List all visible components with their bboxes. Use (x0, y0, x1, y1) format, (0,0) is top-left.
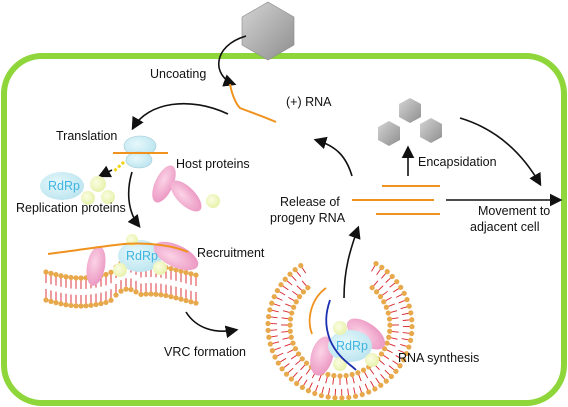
label-plus-rna: (+) RNA (286, 95, 332, 109)
template-rna (308, 287, 327, 335)
host-protein (153, 241, 199, 271)
replication-protein (113, 263, 127, 277)
entry-arrow (218, 35, 247, 87)
nascent-peptide (111, 160, 126, 174)
negative-rna (325, 299, 357, 371)
plus-rna-strand (229, 83, 277, 123)
label-movement-line1: Movement to (478, 204, 550, 218)
label-rdrp-membrane: RdRp (126, 249, 158, 263)
rdrp-blob (40, 172, 84, 200)
label-uncoating: Uncoating (150, 67, 206, 81)
label-movement-line2: adjacent cell (470, 220, 540, 234)
replication-protein (90, 176, 106, 192)
host-protein (346, 318, 386, 350)
label-release-line2: progeny RNA (270, 211, 346, 225)
recruited-rna (47, 242, 189, 255)
virion-movement-arrow (459, 117, 542, 187)
progeny-virion-icon (399, 98, 421, 123)
host-protein (86, 246, 106, 286)
label-recruitment: Recruitment (197, 246, 265, 260)
label-vrc-formation: VRC formation (164, 345, 246, 359)
cell-wall (1, 53, 567, 406)
progeny-virion-icon (420, 118, 442, 143)
virion-icon (241, 1, 295, 61)
label-encapsidation: Encapsidation (418, 155, 497, 169)
replication-protein (333, 357, 347, 371)
release-arrow (343, 225, 361, 299)
vrc-spherule (265, 261, 415, 401)
recycle-arrow (313, 136, 353, 177)
label-replication-proteins: Replication proteins (16, 201, 126, 215)
host-protein (152, 165, 176, 203)
to-translation-arrow (131, 102, 229, 131)
replication-protein (333, 321, 347, 335)
rdrp-blob (118, 240, 162, 272)
label-host-proteins: Host proteins (176, 157, 250, 171)
replication-protein (101, 190, 115, 204)
replication-protein (365, 353, 379, 367)
host-protein (170, 180, 202, 212)
progeny-rna (352, 185, 440, 215)
replication-protein (81, 191, 95, 205)
label-rdrp-vrc: RdRp (336, 339, 368, 353)
label-translation: Translation (56, 129, 117, 143)
to-vrc-arrow (185, 311, 239, 339)
replication-protein (153, 261, 167, 275)
host-protein-small (206, 194, 220, 208)
progeny-virion-icon (378, 121, 400, 146)
label-rna-synthesis: RNA synthesis (398, 351, 479, 365)
to-recruitment-arrow (127, 171, 141, 229)
ribosome-icon (123, 135, 157, 169)
host-protein (310, 336, 334, 376)
label-rdrp-cytosol: RdRp (48, 179, 80, 193)
peptide-arrow (97, 165, 113, 178)
label-release-line1: Release of (280, 195, 340, 209)
